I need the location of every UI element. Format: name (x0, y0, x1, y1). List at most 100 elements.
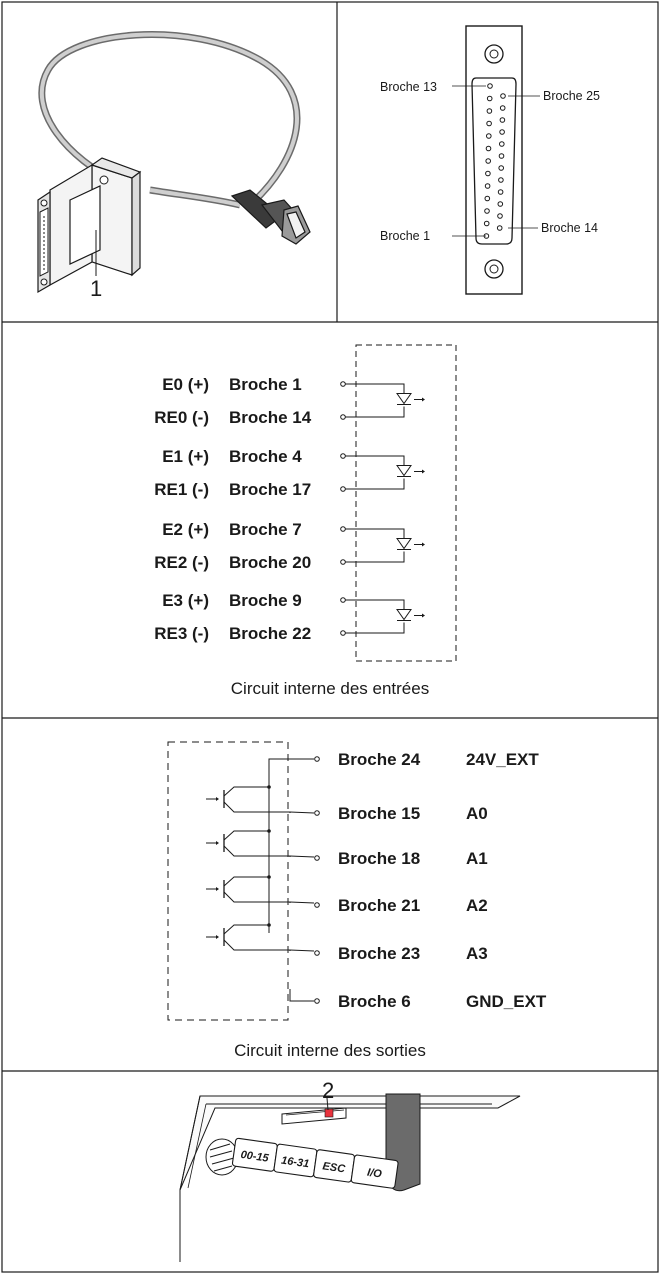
input-signal-label: RE2 (-) (154, 553, 209, 572)
output-terminal (314, 998, 320, 1004)
output-pin-label: Broche 21 (338, 896, 420, 915)
junction-dot (267, 785, 271, 789)
input-wire (345, 599, 405, 610)
output-signal-label: GND_EXT (466, 992, 547, 1011)
label-broche-13: Broche 13 (380, 80, 437, 94)
light-arrow-head (422, 397, 425, 402)
pin-row-a (486, 133, 492, 139)
input-terminal (340, 630, 346, 636)
pin-row-b (498, 165, 505, 171)
db25-pins (483, 83, 506, 239)
pin-row-a (484, 208, 490, 214)
output-pin-label: Broche 18 (338, 849, 420, 868)
output-pin-label: Broche 24 (338, 750, 421, 769)
pin-row-b (499, 117, 506, 123)
output-caption: Circuit interne des sorties (234, 1041, 426, 1060)
input-terminal (340, 486, 346, 492)
callout-1: 1 (90, 276, 102, 301)
collector-wire (223, 830, 269, 841)
output-signal-label: A1 (466, 849, 488, 868)
output-wire (289, 949, 315, 952)
input-wire (345, 455, 405, 466)
collector-wire (223, 876, 269, 887)
input-signal-label: E0 (+) (162, 375, 209, 394)
pin-row-b (500, 93, 506, 99)
emitter-wire (223, 801, 291, 813)
input-terminal (340, 597, 346, 603)
input-terminal (340, 453, 346, 459)
emitter-wire (223, 891, 291, 903)
pin-row-b (497, 201, 504, 207)
output-wire (289, 901, 315, 904)
output-pin-label: Broche 23 (338, 944, 420, 963)
output-signal-label: A3 (466, 944, 488, 963)
light-arrow-head (216, 841, 219, 845)
keypad-key-label: ESC (322, 1160, 347, 1175)
pin-row-a (484, 195, 491, 202)
input-terminal (340, 414, 346, 420)
pin-row-b (497, 213, 503, 219)
emitter-wire (223, 939, 291, 951)
output-terminal (314, 902, 320, 908)
junction-dot (267, 829, 271, 833)
input-pin-label: Broche 22 (229, 624, 311, 643)
input-caption: Circuit interne des entrées (231, 679, 429, 698)
input-wire (345, 622, 405, 634)
input-signal-label: RE3 (-) (154, 624, 209, 643)
pin-row-a (483, 220, 490, 227)
input-signal-label: E3 (+) (162, 591, 209, 610)
output-bus-wire (268, 758, 314, 933)
keypad-key-label: I/O (366, 1167, 383, 1181)
junction-dot (267, 923, 271, 927)
led-diode-icon (396, 393, 412, 405)
input-wire (345, 406, 405, 418)
pin-row-a (485, 145, 492, 152)
input-wire (345, 478, 405, 490)
pin-row-a (486, 95, 493, 102)
emitter-wire (223, 845, 291, 857)
light-arrow-head (422, 542, 425, 547)
light-arrow-head (216, 935, 219, 939)
label-broche-1: Broche 1 (380, 229, 430, 243)
output-signal-label: 24V_EXT (466, 750, 539, 769)
keypad-key-label: 16-31 (280, 1155, 310, 1171)
label-broche-25: Broche 25 (543, 89, 600, 103)
light-arrow-head (422, 469, 425, 474)
pin-row-a (484, 183, 491, 189)
input-terminal (340, 526, 346, 532)
input-pin-label: Broche 9 (229, 591, 302, 610)
collector-wire (223, 924, 269, 935)
pin-row-b (497, 189, 504, 195)
led-diode-icon (396, 538, 412, 550)
pin-row-b (498, 153, 505, 159)
usb-cable-illustration: 1 (37, 31, 311, 301)
light-arrow-head (216, 797, 219, 801)
input-terminal (340, 559, 346, 565)
pin-row-b (499, 141, 505, 147)
gnd-wire (289, 989, 314, 1002)
output-signal-label: A2 (466, 896, 488, 915)
light-arrow-head (216, 887, 219, 891)
output-pin-label: Broche 6 (338, 992, 411, 1011)
pin-row-a (486, 120, 492, 127)
label-broche-14: Broche 14 (541, 221, 598, 235)
input-signal-label: RE0 (-) (154, 408, 209, 427)
light-arrow-head (422, 613, 425, 618)
output-wire (289, 855, 315, 858)
keypad-key-label: 00-15 (240, 1149, 270, 1165)
input-pin-label: Broche 20 (229, 553, 311, 572)
input-terminal (340, 381, 346, 387)
keypad-strip: 00-15 16-31 ESC I/O (231, 1137, 399, 1189)
output-wire (289, 811, 315, 814)
pin-row-a (485, 170, 491, 177)
keypad-key (350, 1154, 399, 1189)
input-pin-label: Broche 4 (229, 447, 302, 466)
pin-row-b (499, 129, 505, 135)
output-terminal (314, 810, 320, 816)
input-pin-label: Broche 14 (229, 408, 312, 427)
